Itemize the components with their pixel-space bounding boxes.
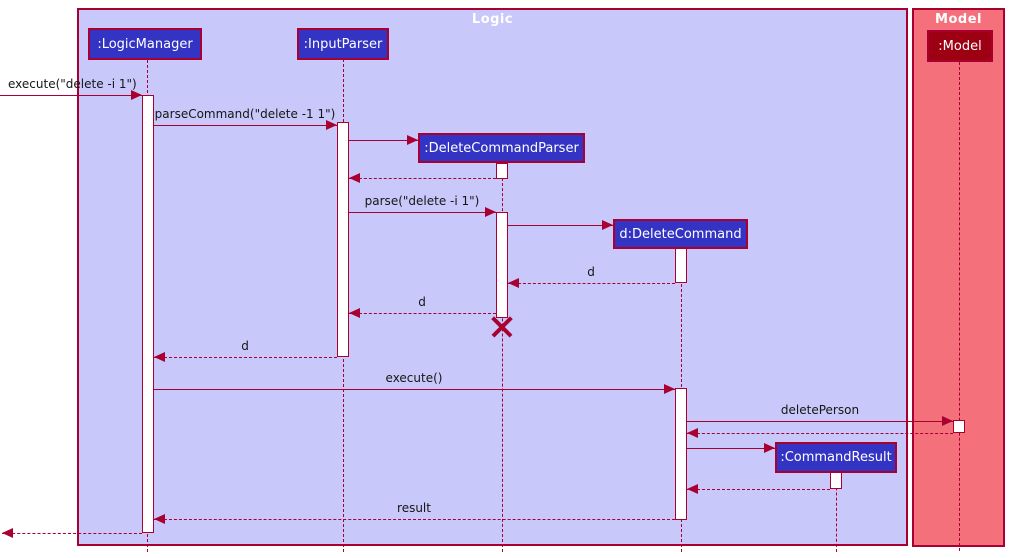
message-line-create-delete-command bbox=[508, 225, 613, 226]
arrowhead-execute-input bbox=[131, 90, 142, 100]
arrowhead-return-d-to-logic-manager bbox=[154, 352, 165, 362]
destroy-x-icon bbox=[490, 315, 514, 339]
logic-frame: Logic bbox=[77, 8, 908, 546]
arrowhead-return-from-model bbox=[687, 428, 698, 438]
activation-input-parser bbox=[337, 122, 349, 357]
message-line-return-to-caller bbox=[2, 533, 142, 534]
message-label-execute-input: execute("delete -i 1") bbox=[8, 77, 137, 91]
arrowhead-delete-person bbox=[942, 416, 953, 426]
activation-logic-manager bbox=[142, 95, 154, 533]
activation-command-result bbox=[830, 472, 842, 489]
arrowhead-create-command-result bbox=[764, 443, 775, 453]
message-line-delete-person bbox=[687, 421, 953, 422]
lifeline-model bbox=[959, 62, 960, 551]
activation-delete-command-2 bbox=[675, 388, 687, 520]
participant-input-parser: :InputParser bbox=[297, 28, 389, 60]
arrowhead-return-d-to-parser bbox=[508, 278, 519, 288]
message-line-result bbox=[154, 519, 675, 520]
participant-command-result-label: :CommandResult bbox=[780, 450, 892, 465]
arrowhead-create-delete-command-parser bbox=[407, 135, 418, 145]
message-label-parse: parse("delete -i 1") bbox=[364, 194, 480, 208]
participant-logic-manager: :LogicManager bbox=[88, 28, 202, 60]
message-line-return-from-command-result bbox=[687, 489, 830, 490]
activation-delete-command-parser-2 bbox=[496, 212, 508, 318]
message-line-return-d-to-logic-manager bbox=[154, 357, 337, 358]
message-line-create-delete-command-parser bbox=[349, 140, 418, 141]
participant-model-label: :Model bbox=[938, 38, 982, 54]
arrowhead-parse-command bbox=[326, 120, 337, 130]
message-label-result: result bbox=[397, 501, 431, 515]
message-line-return-parser-created bbox=[349, 178, 496, 179]
message-label-delete-person: deletePerson bbox=[780, 403, 860, 417]
message-line-execute-input bbox=[0, 95, 142, 96]
message-line-return-d-to-parser bbox=[508, 283, 675, 284]
participant-command-result: :CommandResult bbox=[775, 442, 897, 473]
message-line-parse-command bbox=[154, 125, 337, 126]
participant-delete-command-parser-label: :DeleteCommandParser bbox=[424, 140, 579, 156]
participant-model: :Model bbox=[927, 30, 993, 62]
message-label-return-d-to-input-parser: d bbox=[418, 295, 426, 309]
logic-frame-title: Logic bbox=[471, 12, 514, 27]
arrowhead-return-parser-created bbox=[349, 173, 360, 183]
message-line-return-from-model bbox=[687, 433, 953, 434]
message-label-return-d-to-parser: d bbox=[587, 265, 595, 279]
lifeline-delete-command-parser bbox=[502, 163, 503, 552]
arrowhead-result bbox=[154, 514, 165, 524]
message-label-return-d-to-logic-manager: d bbox=[241, 339, 249, 353]
message-line-return-d-to-input-parser bbox=[349, 313, 496, 314]
arrowhead-parse bbox=[485, 207, 496, 217]
model-frame: Model bbox=[912, 8, 1005, 547]
participant-logic-manager-label: :LogicManager bbox=[97, 36, 193, 52]
participant-delete-command-parser: :DeleteCommandParser bbox=[418, 133, 585, 163]
model-frame-title: Model bbox=[935, 12, 982, 27]
participant-delete-command-label: d:DeleteCommand bbox=[619, 226, 742, 242]
arrowhead-return-from-command-result bbox=[687, 484, 698, 494]
lifeline-command-result bbox=[836, 472, 837, 552]
participant-input-parser-label: :InputParser bbox=[303, 36, 383, 52]
participant-delete-command: d:DeleteCommand bbox=[613, 219, 748, 249]
arrowhead-return-d-to-input-parser bbox=[349, 308, 360, 318]
arrowhead-return-to-caller bbox=[2, 528, 13, 538]
message-line-parse bbox=[349, 212, 496, 213]
activation-model bbox=[953, 420, 965, 433]
message-line-create-command-result bbox=[687, 448, 775, 449]
message-label-execute: execute() bbox=[385, 371, 443, 385]
message-line-execute bbox=[154, 389, 675, 390]
message-label-parse-command: parseCommand("delete -1 1") bbox=[154, 107, 336, 121]
arrowhead-create-delete-command bbox=[602, 220, 613, 230]
arrowhead-execute bbox=[664, 384, 675, 394]
activation-delete-command-parser-1 bbox=[496, 163, 508, 179]
activation-delete-command-1 bbox=[675, 248, 687, 283]
